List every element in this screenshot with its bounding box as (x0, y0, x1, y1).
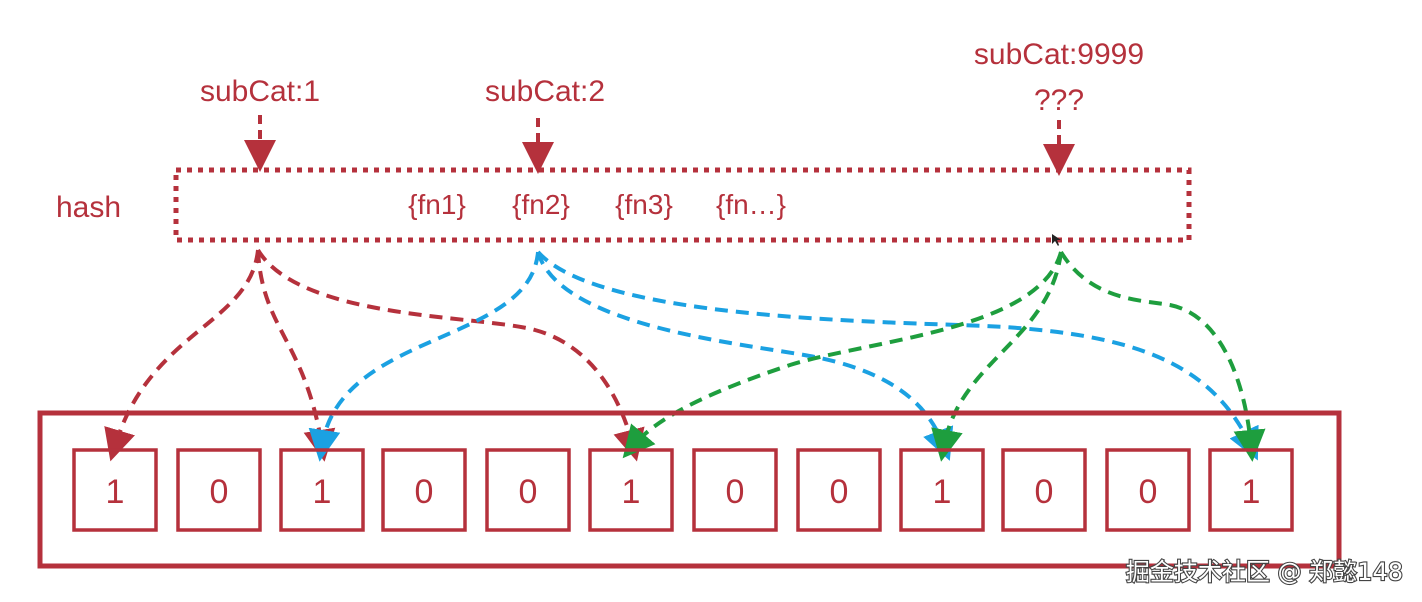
bit-cell-11: 1 (1208, 448, 1294, 532)
bit-array-container (37, 410, 1342, 569)
bit-cell-5: 1 (588, 448, 674, 532)
bit-cell-1: 0 (176, 448, 262, 532)
bit-value: 0 (726, 473, 745, 511)
map-subcat-2-to-bit-11 (536, 250, 1259, 461)
bit-value: 0 (415, 473, 434, 511)
bit-value: 1 (106, 473, 125, 511)
key-label-subcat-1: subCat:1 (200, 75, 320, 108)
bit-value: 1 (933, 473, 952, 511)
map-subcat-1-to-bit-2 (256, 249, 336, 462)
key-label-subcat-9999: subCat:9999 (974, 38, 1144, 71)
bit-cell-9: 0 (1001, 448, 1087, 532)
bit-value: 0 (1035, 473, 1054, 511)
bit-value: 1 (1242, 473, 1261, 511)
bit-cell-7: 0 (796, 448, 882, 532)
key-unknown-marker: ??? (1034, 84, 1084, 117)
hash-fn-more: {fn…} (716, 189, 786, 220)
map-subcat-1-to-bit-5 (256, 248, 645, 462)
bit-cell-8: 1 (899, 448, 985, 532)
map-subcat-2-to-bit-2 (308, 251, 540, 462)
mapping-arrows (104, 248, 1266, 462)
hash-fn-3: {fn3} (615, 189, 673, 220)
bit-cell-10: 0 (1105, 448, 1191, 532)
hash-fn-1: {fn1} (408, 189, 466, 220)
map-subcat-9999-to-bit-8 (931, 251, 1063, 462)
key-label-subcat-2: subCat:2 (485, 75, 605, 108)
bit-value: 1 (622, 473, 641, 511)
map-subcat-2-to-bit-8 (536, 251, 954, 461)
bit-value: 0 (1139, 473, 1158, 511)
bit-value: 0 (830, 473, 849, 511)
bit-value: 0 (519, 473, 538, 511)
bit-cell-2: 1 (279, 448, 365, 532)
bit-cell-4: 0 (485, 448, 571, 532)
map-subcat-1-to-bit-0 (104, 249, 260, 462)
hash-label: hash (56, 191, 121, 224)
bit-cell-3: 0 (381, 448, 467, 532)
bit-value: 0 (210, 473, 229, 511)
map-subcat-9999-to-bit-5 (622, 251, 1063, 459)
watermark: 掘金技术社区 @ 郑懿148 (1126, 558, 1403, 586)
hash-function-box (173, 167, 1192, 243)
hash-fn-2: {fn2} (512, 189, 570, 220)
bit-array: 1 0 1 0 0 1 0 (72, 448, 1294, 532)
bit-cell-0: 1 (72, 448, 158, 532)
bit-value: 1 (313, 473, 332, 511)
mouse-cursor-icon (1052, 234, 1061, 246)
map-subcat-9999-to-bit-11 (1059, 250, 1266, 462)
bit-cell-6: 0 (692, 448, 778, 532)
key-input-arrows (244, 115, 1075, 176)
